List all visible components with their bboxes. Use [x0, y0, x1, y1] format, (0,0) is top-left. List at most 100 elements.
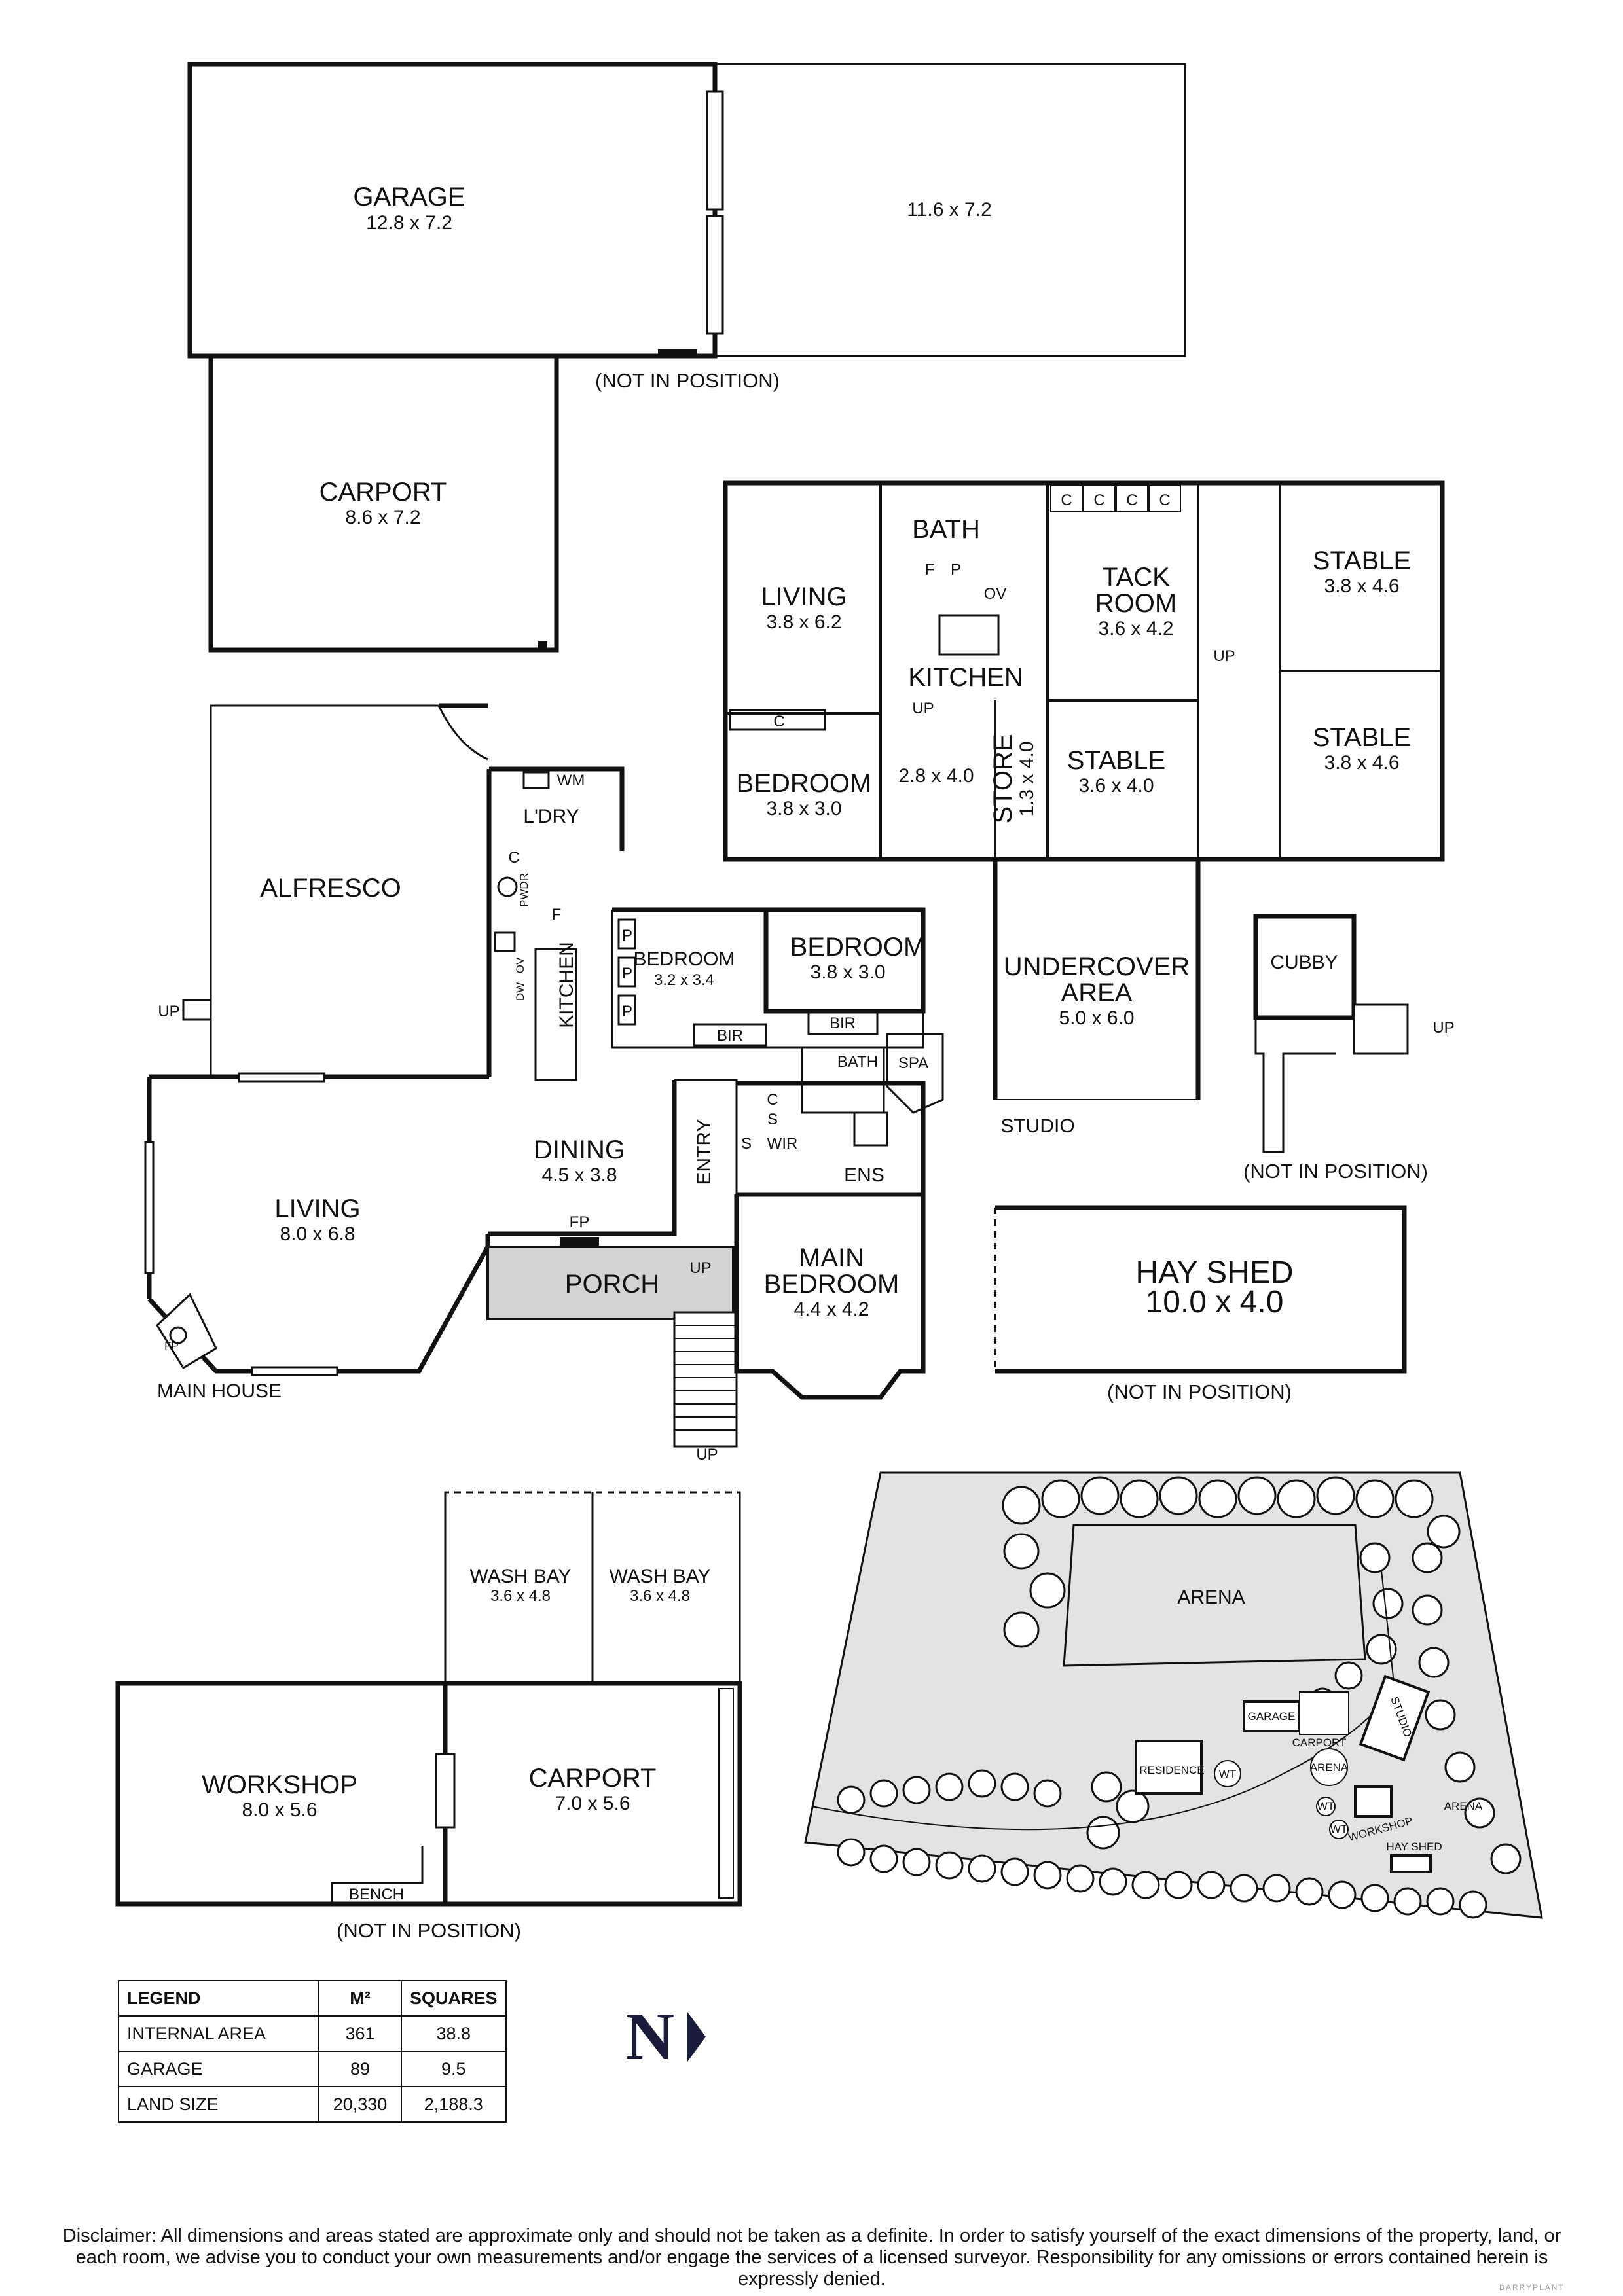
legend-row-m2: 20,330	[318, 2086, 402, 2123]
pantry-2-label: P	[622, 965, 632, 982]
tack-up: UP	[1213, 647, 1235, 665]
tack-room-label-1: TACK	[1102, 563, 1170, 592]
store-label: STORE	[989, 734, 1017, 823]
hay-shed-not-in-position: (NOT IN POSITION)	[1107, 1380, 1292, 1403]
fireplace-icon	[169, 1326, 187, 1344]
bir-a	[693, 1023, 767, 1047]
hay-shed-label: HAY SHED	[1136, 1255, 1294, 1290]
kitchen-bench	[534, 948, 577, 1081]
porch-label: PORCH	[565, 1270, 659, 1299]
stable-c-dim: 3.6 x 4.0	[1078, 775, 1154, 797]
pantry-1-label: P	[622, 927, 632, 944]
carport-2-outline	[445, 1681, 742, 1907]
living-main-dim: 8.0 x 6.8	[280, 1223, 355, 1245]
bedroom-a-label: BEDROOM	[633, 948, 735, 970]
ens-c-label: C	[767, 1091, 778, 1109]
bir-a-label: BIR	[717, 1027, 743, 1045]
studio-living-dim: 3.8 x 6.2	[766, 611, 841, 633]
site-small-arena-label: ARENA	[1310, 1761, 1349, 1774]
legend-table: LEGEND M² SQUARES INTERNAL AREA 361 38.8…	[118, 1980, 507, 2123]
carport-2-label: CARPORT	[529, 1764, 657, 1793]
main-bedroom-label-2: BEDROOM	[764, 1270, 900, 1299]
kitchen-dw: DW	[514, 982, 526, 1001]
legend-header-squares: SQUARES	[401, 1980, 507, 2017]
dining-dim: 4.5 x 3.8	[541, 1164, 617, 1186]
site-studio	[1359, 1674, 1431, 1762]
carport-dim: 8.6 x 7.2	[345, 507, 420, 528]
living-window-3	[251, 1366, 338, 1376]
entry-up: UP	[689, 1259, 711, 1277]
legend-header-label: LEGEND	[118, 1980, 319, 2017]
main-bedroom-label-1: MAIN	[799, 1244, 864, 1272]
spa-label: SPA	[898, 1054, 928, 1072]
site-carport-label: CARPORT	[1292, 1736, 1347, 1749]
spa	[886, 1033, 944, 1114]
fp-corner-label: FP	[164, 1340, 179, 1352]
bench-outline	[331, 1846, 424, 1904]
wash-bay-a-dim: 3.6 x 4.8	[490, 1587, 551, 1605]
site-wt-1: WT	[1219, 1768, 1236, 1780]
workshop-label: WORKSHOP	[202, 1770, 357, 1799]
site-wt-3: WT	[1330, 1823, 1347, 1835]
legend-row-m2: 89	[318, 2051, 402, 2087]
washing-machine-icon	[522, 771, 550, 789]
stable-a-dim: 3.8 x 4.6	[1324, 575, 1399, 597]
stable-b-dim: 3.8 x 4.6	[1324, 752, 1399, 774]
garage-door-lower	[706, 215, 724, 335]
bir-b	[807, 1010, 879, 1035]
legend-row: GARAGE 89 9.5	[118, 2051, 507, 2087]
legend-header-row: LEGEND M² SQUARES	[118, 1980, 507, 2017]
site-trees	[837, 1476, 1522, 1919]
bedroom-a-dim: 3.2 x 3.4	[654, 971, 714, 989]
studio-cupboard-label: C	[773, 713, 784, 730]
wash-bay-a-label: WASH BAY	[469, 1566, 571, 1587]
studio-fridge: F	[925, 561, 935, 579]
credit-watermark: BARRYPLANT	[1499, 2283, 1565, 2292]
living-window-2	[144, 1141, 155, 1274]
laundry-label: L'DRY	[523, 806, 579, 827]
kitchen-ov: OV	[514, 957, 526, 973]
site-hay-shed	[1390, 1854, 1432, 1873]
studio-room-dim: 2.8 x 4.0	[898, 765, 974, 787]
legend-row-label: INTERNAL AREA	[118, 2015, 319, 2052]
studio-kitchen-label: KITCHEN	[908, 663, 1023, 692]
cooktop-icon	[494, 931, 516, 952]
garage-label: GARAGE	[353, 183, 465, 211]
garage-block: GARAGE 12.8 x 7.2 11.6 x 7.2 (NOT IN POS…	[187, 62, 1186, 653]
carport-2-dim: 7.0 x 5.6	[555, 1793, 630, 1814]
living-main-label: LIVING	[274, 1194, 360, 1223]
legend-row-label: GARAGE	[118, 2051, 319, 2087]
porch-stair-treads	[674, 1325, 737, 1431]
porch-area	[486, 1246, 735, 1320]
undercover-label-2: AREA	[1061, 978, 1133, 1007]
dining-label: DINING	[534, 1136, 625, 1164]
stable-c-label: STABLE	[1067, 746, 1165, 775]
tack-c4: C	[1159, 492, 1170, 509]
site-arena	[1063, 1524, 1366, 1667]
bir-b-label: BIR	[830, 1014, 856, 1032]
wm-label: WM	[557, 772, 585, 789]
north-indicator: N	[625, 2003, 706, 2071]
tack-room-label-2: ROOM	[1095, 589, 1176, 618]
cubby-up: UP	[1432, 1019, 1454, 1037]
legend-row-label: LAND SIZE	[118, 2086, 319, 2123]
site-driveway	[811, 1570, 1396, 1831]
wash-bay-b-label: WASH BAY	[609, 1566, 710, 1587]
carport-post	[538, 641, 547, 651]
site-garage-label: GARAGE	[1248, 1710, 1296, 1723]
carport-2-edge	[718, 1688, 734, 1899]
wash-bay-b-dim: 3.6 x 4.8	[630, 1587, 690, 1605]
site-water-tank-2	[1316, 1797, 1336, 1816]
garage-not-in-position: (NOT IN POSITION)	[595, 369, 780, 392]
bath-main-label: BATH	[837, 1053, 878, 1071]
laundry-cupboard: C	[508, 849, 519, 867]
kitchen-fridge: F	[552, 906, 562, 924]
legend-row: INTERNAL AREA 361 38.8	[118, 2015, 507, 2052]
carport-label: CARPORT	[319, 478, 447, 507]
main-house-label: MAIN HOUSE	[157, 1380, 282, 1402]
stable-a-label: STABLE	[1313, 547, 1411, 575]
main-bedroom-outline	[734, 1194, 926, 1400]
main-house: ALFRESCO UP WM L'DRY C F PWDR OV DW KITC…	[144, 703, 944, 1463]
pantry-3-label: P	[622, 1003, 632, 1020]
